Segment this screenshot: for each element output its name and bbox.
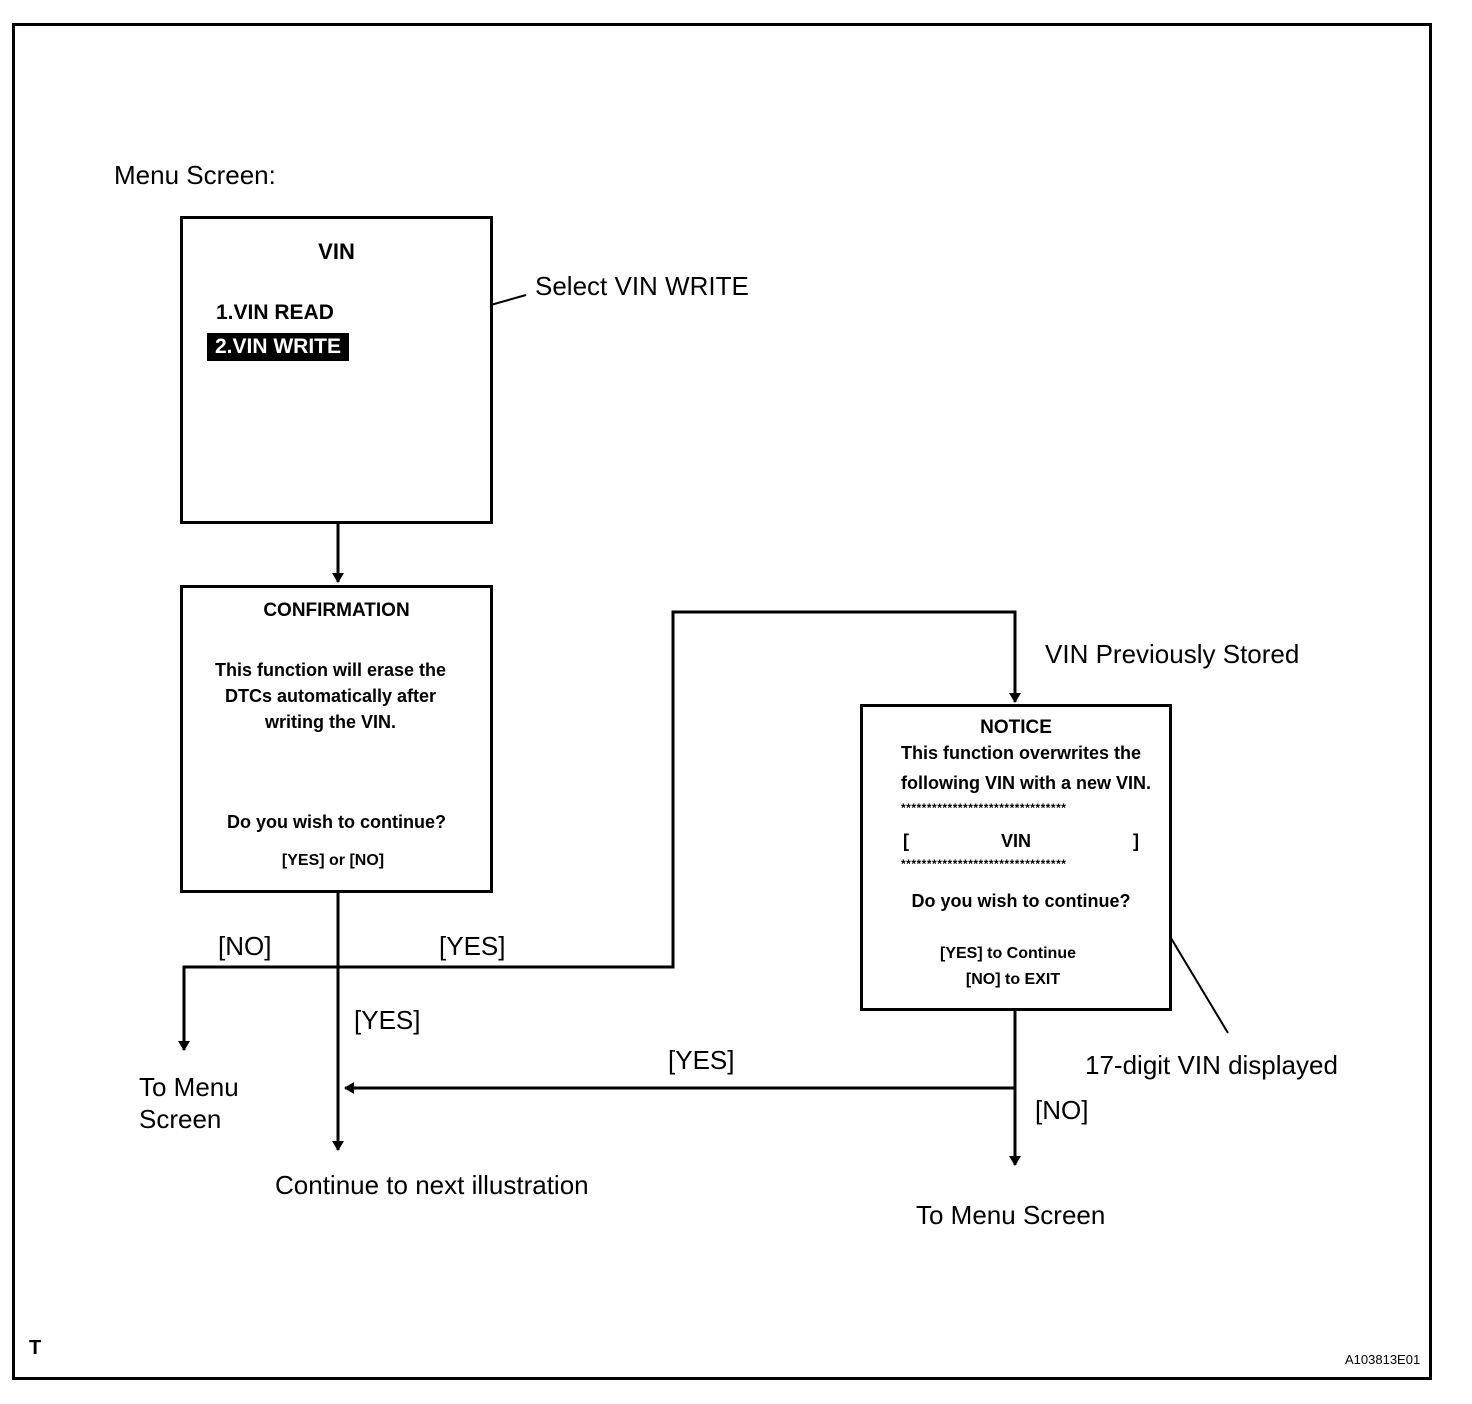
notice-box: NOTICE This function overwrites the foll… xyxy=(860,704,1172,1011)
notice-stars-top: ******************************** xyxy=(901,801,1067,815)
yes-continue-label: [YES] xyxy=(354,1005,421,1035)
menu-item-vin-write: 2.VIN WRITE xyxy=(207,333,350,361)
vin-placeholder: VIN xyxy=(1000,831,1031,851)
confirmation-title: CONFIRMATION xyxy=(263,600,410,621)
menu-item-vin-read: 1.VIN READ xyxy=(216,301,334,324)
yes-branch-label: [YES] xyxy=(439,931,506,961)
notice-line-1: This function overwrites the xyxy=(901,743,1142,763)
seventeen-digit-vin-callout: 17-digit VIN displayed xyxy=(1085,1050,1338,1080)
confirmation-question: Do you wish to continue? xyxy=(227,812,446,832)
notice-option-continue: [YES] to Continue xyxy=(940,945,1076,962)
notice-question: Do you wish to continue? xyxy=(911,891,1131,911)
diagram-frame xyxy=(12,23,1432,1380)
vin-previously-stored-label: VIN Previously Stored xyxy=(1045,639,1300,669)
notice-title: NOTICE xyxy=(980,717,1052,738)
notice-line-2: following VIN with a new VIN. xyxy=(901,773,1152,793)
confirmation-options: [YES] or [NO] xyxy=(281,852,385,869)
to-menu-screen-left-line2: Screen xyxy=(139,1104,222,1134)
vin-bracket-close: ] xyxy=(1133,831,1139,851)
figure-id: A103813E01 xyxy=(1345,1352,1421,1367)
menu-screen-box: VIN 1.VIN READ 2.VIN WRITE xyxy=(180,216,493,524)
yes-return-label: [YES] xyxy=(668,1045,735,1075)
arrow-no-to-menu xyxy=(178,965,338,1051)
menu-screen-label: Menu Screen: xyxy=(114,160,276,190)
confirmation-line-1: This function will erase the xyxy=(214,660,447,680)
select-vin-write-callout: Select VIN WRITE xyxy=(535,271,749,301)
confirmation-line-3: writing the VIN. xyxy=(264,712,396,732)
arrow-yes-to-notice xyxy=(338,610,1021,969)
to-menu-screen-left-line1: To Menu xyxy=(139,1072,239,1102)
notice-stars-bottom: ******************************** xyxy=(901,857,1067,871)
notice-option-exit: [NO] to EXIT xyxy=(965,971,1061,988)
confirmation-line-2: DTCs automatically after xyxy=(224,686,437,706)
no-branch-label: [NO] xyxy=(218,931,272,961)
vin-bracket-open: [ xyxy=(903,831,909,851)
menu-title: VIN xyxy=(318,239,355,264)
no-exit-label: [NO] xyxy=(1035,1095,1089,1125)
continue-next-illustration: Continue to next illustration xyxy=(275,1170,589,1200)
to-menu-screen-right: To Menu Screen xyxy=(916,1200,1106,1230)
confirmation-box: CONFIRMATION This function will erase th… xyxy=(180,585,493,893)
corner-t-mark: T xyxy=(29,1337,42,1359)
